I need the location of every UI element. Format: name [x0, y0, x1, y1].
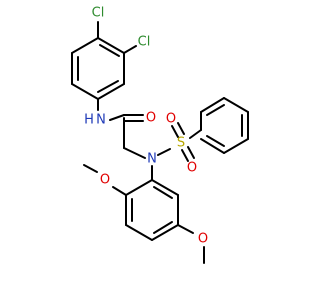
bond-n-c	[109, 114, 125, 121]
bond-c-o	[112, 186, 127, 196]
atom-o-methoxy-top: O	[100, 173, 110, 188]
bond	[125, 224, 153, 241]
bond	[223, 97, 249, 113]
bond-s-o	[181, 149, 189, 162]
dichlorophenyl-ring	[71, 37, 125, 100]
bond	[223, 138, 249, 154]
bond-double-inner	[153, 186, 173, 199]
bond-double-inner	[99, 44, 120, 57]
bond	[200, 138, 225, 154]
phenyl-ring	[200, 97, 249, 154]
bond	[71, 83, 99, 100]
bond-double-inner	[97, 80, 119, 93]
molecule-canvas: Cl Cl N H O N S O O O O	[71, 5, 249, 264]
molecule-structure: Cl Cl N H O N S O O O O	[71, 6, 249, 264]
bond-double-inner	[206, 135, 225, 147]
bond	[125, 179, 153, 196]
bond-double-inner	[153, 221, 173, 234]
atom-n-sulfonamide: N	[147, 152, 157, 167]
bond-s-o	[187, 146, 195, 159]
bond	[97, 83, 125, 100]
bond	[151, 224, 179, 241]
bond	[151, 179, 179, 196]
atom-o-carbonyl: O	[146, 111, 156, 126]
bond	[200, 97, 225, 113]
atom-labels: Cl Cl N H O N S O O O O	[84, 6, 208, 247]
atom-s-sulfonyl: S	[177, 136, 185, 151]
atom-n-amide: N	[96, 113, 106, 128]
bond-c-o	[177, 224, 194, 234]
bond	[71, 37, 99, 54]
dimethoxyphenyl-ring	[125, 179, 179, 241]
atom-h-amide: H	[84, 113, 94, 128]
bond-c-n	[123, 147, 146, 159]
atom-cl-right: Cl	[138, 35, 151, 50]
bond-o-ch3	[83, 164, 98, 173]
atom-o-sulfonyl-top: O	[166, 112, 176, 127]
atom-o-methoxy-bottom: O	[198, 232, 208, 247]
bond-n-s	[157, 148, 171, 156]
bond-double-inner	[206, 104, 225, 116]
bond-c-cl	[123, 45, 137, 54]
bond-s-c	[189, 129, 202, 139]
atom-o-sulfonyl-bottom: O	[187, 161, 197, 176]
bond-s-o	[177, 122, 185, 135]
atom-cl-top: Cl	[92, 6, 105, 21]
bond	[97, 37, 125, 54]
bond-s-o	[171, 125, 179, 138]
